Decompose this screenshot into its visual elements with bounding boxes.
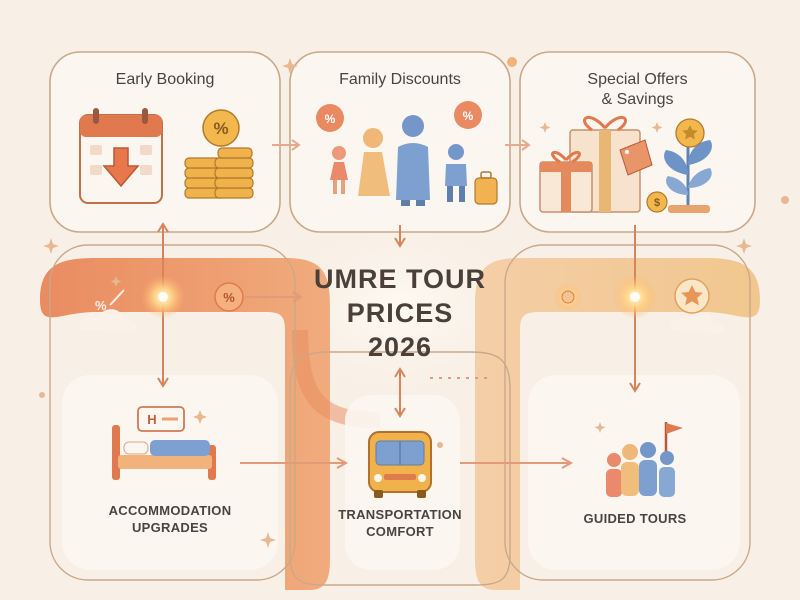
title-line1: UMRE TOUR — [313, 264, 486, 294]
svg-text:%: % — [213, 119, 228, 138]
guided-tours-title: GUIDED TOURS — [583, 511, 687, 526]
hotel-sign-icon: H — [137, 406, 185, 432]
money-plant-icon: $ — [646, 118, 712, 213]
percent-coins-icon: % — [184, 109, 254, 199]
star-icon — [669, 278, 725, 334]
title-line2: PRICES — [346, 298, 454, 328]
accommodation-card — [62, 375, 278, 570]
family-icon: % % — [316, 101, 482, 206]
svg-text:%: % — [325, 112, 336, 126]
svg-text:%: % — [95, 298, 107, 313]
suitcase-icon — [474, 171, 498, 205]
accommodation-title: ACCOMMODATION UPGRADES — [62, 502, 278, 536]
title-line3: 2026 — [367, 332, 433, 362]
bus-icon — [368, 431, 432, 498]
tour-group-flag-icon — [606, 422, 683, 497]
svg-text:%: % — [223, 290, 235, 305]
growth-cloud-icon: % — [79, 289, 137, 332]
transportation-line1: TRANSPORTATION — [338, 507, 462, 522]
right-flow-band — [475, 258, 760, 590]
top-arrows — [272, 139, 531, 151]
svg-text:$: $ — [654, 197, 660, 209]
hotel-bed-icon — [112, 425, 216, 480]
transportation-line2: COMFORT — [366, 524, 434, 539]
special-offers-title: Special Offers & Savings — [530, 70, 745, 110]
family-discounts-title: Family Discounts — [339, 71, 461, 88]
special-offers-line1: Special Offers — [587, 71, 688, 88]
accommodation-line2: UPGRADES — [131, 520, 209, 535]
gift-box-icon — [539, 116, 653, 213]
svg-text:H: H — [147, 412, 156, 427]
svg-text:%: % — [463, 109, 474, 123]
page-title: UMRE TOUR PRICES 2026 — [290, 262, 510, 364]
calendar-down-arrow-icon — [79, 108, 163, 204]
accommodation-line1: ACCOMMODATION — [108, 503, 232, 518]
discount-percent-icon: % — [214, 282, 244, 312]
early-booking-title: Early Booking — [115, 71, 215, 88]
sparkles — [39, 57, 789, 548]
special-offers-line2: & Savings — [601, 91, 674, 108]
horizontal-arrows — [240, 291, 574, 469]
transportation-title: TRANSPORTATION COMFORT — [320, 506, 480, 540]
flow-outlines — [49, 244, 751, 586]
